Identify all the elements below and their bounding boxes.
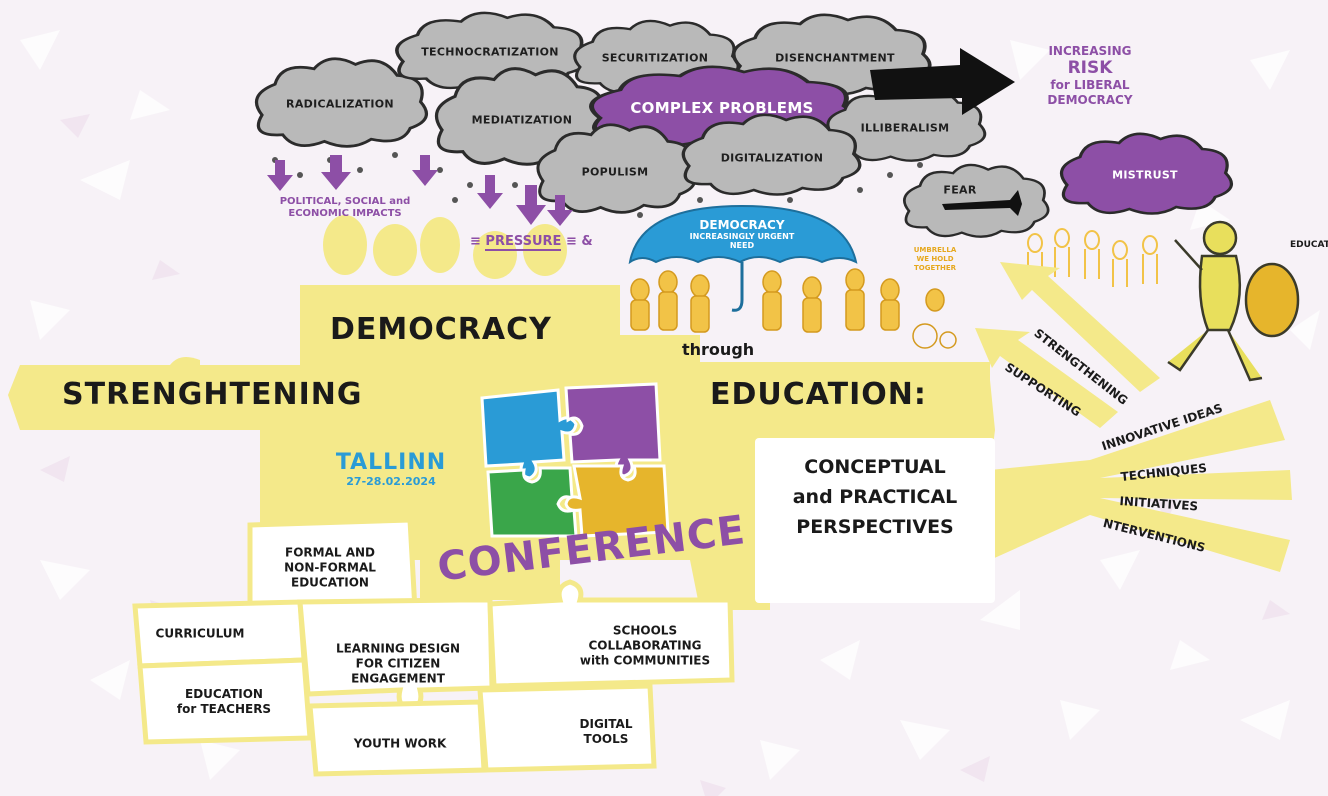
umbrella-note-line-2: WE HOLD: [916, 255, 954, 263]
impacts-line-1: POLITICAL, SOCIAL and: [279, 196, 411, 207]
perspectives-line-3: PERSPECTIVES: [796, 516, 954, 538]
piece-label-schools: SCHOOLS COLLABORATING with COMMUNITIES: [579, 623, 711, 668]
ideas-rays: [990, 400, 1292, 572]
piece-digital: [477, 683, 657, 773]
piece-label-formal: FORMAL AND NON-FORMAL EDUCATION: [284, 545, 376, 590]
umbrella-canopy: [628, 204, 858, 265]
perspectives-line-2: and PRACTICAL: [792, 486, 958, 508]
risk-statement: INCREASING RISK for LIBERAL DEMOCRACY: [1030, 44, 1150, 108]
title-through: through: [682, 340, 755, 359]
piece-label-teachers: EDUCATION for TEACHERS: [176, 687, 272, 716]
umbrella-text: DEMOCRACY INCREASINGLY URGENT NEED: [680, 218, 804, 250]
umbrella-note-line-1: UMBRELLA: [913, 246, 957, 254]
piece-schools: [487, 579, 735, 689]
location: TALLINN 27-28.02.2024: [326, 450, 456, 488]
cloud-label-technocratization: TECHNOCRATIZATION: [421, 45, 559, 59]
risk-line-3: for LIBERAL: [1050, 78, 1130, 92]
puzzle-icon: [480, 382, 670, 538]
impacts-label: POLITICAL, SOCIAL and ECONOMIC IMPACTS: [255, 196, 435, 220]
missile-icon: [942, 190, 1022, 216]
pressure-text: PRESSURE: [485, 234, 562, 251]
pressure-label: ≡ PRESSURE ≡ &: [470, 234, 593, 251]
piece-label-learning: LEARNING DESIGN FOR CITIZEN ENGAGEMENT: [335, 641, 461, 686]
supporting-arrow: [975, 328, 1118, 428]
title-strengthening: STRENGHTENING: [62, 377, 363, 412]
title-democracy: DEMOCRACY: [330, 312, 552, 347]
risk-arrow: [870, 48, 1015, 115]
shield-icon: [1244, 262, 1300, 338]
strengthening-arrow: [1000, 262, 1160, 392]
title-colon: :: [913, 377, 927, 412]
location-dates: 27-28.02.2024: [346, 475, 436, 488]
educator-figure: [1167, 220, 1263, 382]
title-education: EDUCATION:: [710, 377, 927, 412]
piece-label-digital: DIGITAL TOOLS: [579, 717, 633, 746]
cloud-label-complex-problems: COMPLEX PROBLEMS: [630, 99, 814, 117]
cloud-label-disenchantment: DISENCHANTMENT: [775, 51, 895, 65]
title-education-word: EDUCATION: [710, 377, 914, 412]
cloud-label-mistrust: MISTRUST: [1112, 168, 1178, 182]
umbrella-note-line-3: TOGETHER: [913, 264, 957, 272]
shield-label: EDUCATION: [1290, 240, 1328, 250]
perspectives-text: CONCEPTUAL and PRACTICAL PERSPECTIVES: [765, 452, 985, 542]
risk-line-4: DEMOCRACY: [1047, 93, 1133, 107]
risk-line-1: INCREASING: [1048, 44, 1132, 58]
umbrella-note: UMBRELLA WE HOLD TOGETHER: [905, 246, 965, 273]
cloud-label-radicalization: RADICALIZATION: [286, 97, 394, 111]
cloud-label-securitization: SECURITIZATION: [601, 51, 709, 65]
cloud-label-populism: POPULISM: [581, 165, 649, 179]
cloud-label-digitalization: DIGITALIZATION: [720, 151, 824, 165]
perspectives-box: [755, 438, 995, 603]
piece-label-youth: YOUTH WORK: [353, 736, 447, 751]
umbrella-subtitle: INCREASINGLY URGENT NEED: [689, 232, 795, 250]
cloud-label-mediatization: MEDIATIZATION: [471, 113, 573, 127]
location-city: TALLINN: [335, 450, 447, 475]
cloud-label-fear: FEAR: [943, 183, 977, 197]
cloud-label-illiberalism: ILLIBERALISM: [860, 121, 950, 135]
umbrella-title: DEMOCRACY: [699, 218, 785, 232]
piece-teachers: [137, 657, 313, 745]
piece-label-curriculum: CURRICULUM: [155, 626, 245, 641]
impacts-line-2: ECONOMIC IMPACTS: [288, 208, 402, 219]
risk-line-2: RISK: [1067, 58, 1113, 78]
perspectives-line-1: CONCEPTUAL: [804, 456, 946, 478]
